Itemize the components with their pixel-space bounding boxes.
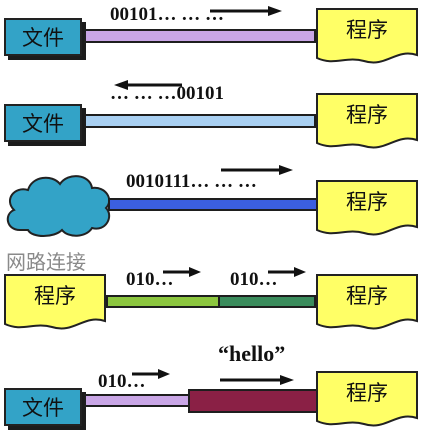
program-box: 程序 <box>316 93 418 151</box>
right-arrow-icon <box>221 162 293 180</box>
program-label: 程序 <box>346 103 388 127</box>
file-label: 文件 <box>22 396 64 420</box>
data-pipe-right <box>218 295 316 308</box>
program-box: 程序 <box>316 371 418 429</box>
right-arrow-icon <box>210 3 282 21</box>
program-label: 程序 <box>346 190 388 214</box>
data-pipe <box>84 394 190 407</box>
data-pipe <box>84 29 316 43</box>
byte-stream-text: 010… <box>98 371 146 392</box>
program-box: 程序 <box>316 8 418 66</box>
file-label: 文件 <box>22 26 64 50</box>
program-label: 程序 <box>346 381 388 405</box>
program-box: 程序 <box>316 180 418 238</box>
byte-stream-text: 010… <box>126 269 174 290</box>
hello-string-text: “hello” <box>218 341 286 366</box>
byte-stream-text: … … …00101 <box>110 83 224 104</box>
program-label: 程序 <box>346 284 388 308</box>
byte-stream-text: 00101… … … <box>110 4 224 25</box>
program-box: 程序 <box>316 274 418 332</box>
program-label: 程序 <box>34 284 76 308</box>
file-box: 文件 <box>4 18 82 56</box>
file-box: 文件 <box>4 388 82 426</box>
right-arrow-icon <box>163 264 201 282</box>
data-pipe <box>108 198 318 211</box>
buffer-block <box>188 389 318 413</box>
right-arrow-icon <box>220 372 294 390</box>
network-connection-label: 网路连接 <box>6 250 86 274</box>
byte-stream-text: 010… <box>230 269 278 290</box>
right-arrow-icon <box>268 264 306 282</box>
program-box: 程序 <box>4 274 106 332</box>
cloud-icon <box>2 170 114 245</box>
right-arrow-icon <box>132 366 170 384</box>
byte-stream-text: 0010111… … … <box>126 171 257 192</box>
file-box: 文件 <box>4 104 82 142</box>
data-pipe-left <box>106 295 220 308</box>
file-label: 文件 <box>22 112 64 136</box>
left-arrow-icon <box>114 77 182 95</box>
program-label: 程序 <box>346 18 388 42</box>
data-pipe <box>84 114 316 128</box>
